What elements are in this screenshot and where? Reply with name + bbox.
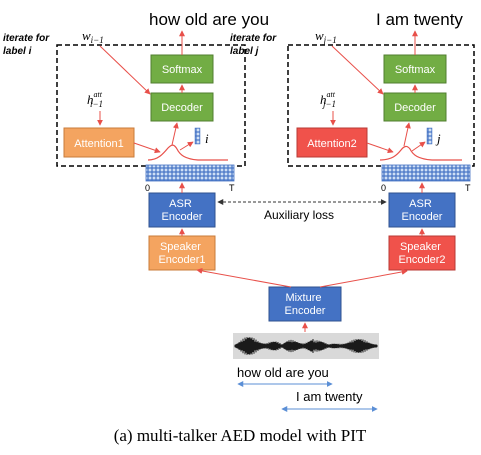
mixture-waveform xyxy=(234,337,378,355)
right-output-text: I am twenty xyxy=(376,10,463,29)
right-attention-label: Attention2 xyxy=(307,138,357,150)
right-branch: iterate for label j I am twenty wj−1 hat… xyxy=(230,10,475,271)
right-softmax-box xyxy=(383,54,447,84)
right-decoder-label: Decoder xyxy=(394,102,436,114)
left-w-label: wi−1 xyxy=(82,28,104,45)
left-context-vector xyxy=(194,127,201,145)
right-curve-to-decoder xyxy=(403,122,411,147)
left-branch: iterate for label i how old are you wi−1… xyxy=(3,10,269,271)
transcript-second: I am twenty xyxy=(296,389,363,404)
left-softmax-label: Softmax xyxy=(162,64,203,76)
left-decoder-label: Decoder xyxy=(161,102,203,114)
right-attention-box xyxy=(296,127,368,158)
right-index-label: j xyxy=(435,131,441,146)
auxiliary-loss-label: Auxiliary loss xyxy=(264,208,334,222)
left-output-text: how old are you xyxy=(149,10,269,29)
right-iterate-label: iterate for label j xyxy=(230,33,279,57)
mixture-to-right-speaker xyxy=(319,268,408,288)
right-speaker-encoder-box xyxy=(388,235,456,271)
mixture-to-left-speaker xyxy=(196,267,292,288)
left-curve-to-context xyxy=(179,141,194,151)
left-w-arrow xyxy=(99,45,151,95)
left-asr-encoder-box xyxy=(148,192,216,228)
right-iteration-box xyxy=(287,44,475,167)
right-asr-label: ASR Encoder xyxy=(402,198,443,223)
right-softmax-label: Softmax xyxy=(395,64,436,76)
left-speaker-label: Speaker Encoder1 xyxy=(158,241,205,266)
mixture-encoder-box xyxy=(268,286,342,322)
left-curve-to-decoder xyxy=(171,122,179,146)
right-w-label: wj−1 xyxy=(315,28,337,45)
right-axis-start: 0 xyxy=(381,183,386,193)
right-decoder-box xyxy=(383,92,447,122)
right-context-vector xyxy=(426,127,433,145)
left-axis-start: 0 xyxy=(145,183,150,193)
mixture-encoder-label: Mixture Encoder xyxy=(285,292,326,317)
left-encoder-output xyxy=(145,164,235,182)
right-attention-to-curve xyxy=(366,142,394,154)
right-w-arrow xyxy=(331,45,384,95)
waveform-trace xyxy=(234,337,378,355)
left-attention-label: Attention1 xyxy=(74,138,124,150)
right-curve-to-context xyxy=(411,141,426,152)
left-attention-curve xyxy=(147,144,228,161)
right-attention-curve xyxy=(379,145,462,161)
right-encoder-output xyxy=(381,164,471,182)
right-asr-encoder-box xyxy=(388,192,456,228)
right-speaker-label: Speaker Encoder2 xyxy=(398,241,445,266)
left-attention-box xyxy=(63,127,135,158)
left-softmax-box xyxy=(150,54,214,84)
transcript-first: how old are you xyxy=(237,365,329,380)
left-speaker-encoder-box xyxy=(148,235,216,271)
left-asr-label: ASR Encoder xyxy=(162,198,203,223)
left-attention-to-curve xyxy=(133,142,161,154)
figure-caption: (a) multi-talker AED model with PIT xyxy=(114,426,367,445)
left-decoder-box xyxy=(150,92,214,122)
left-iterate-label: iterate for label i xyxy=(3,33,52,57)
left-axis-end: T xyxy=(229,183,235,193)
right-axis-end: T xyxy=(465,183,471,193)
left-index-label: i xyxy=(205,131,209,146)
